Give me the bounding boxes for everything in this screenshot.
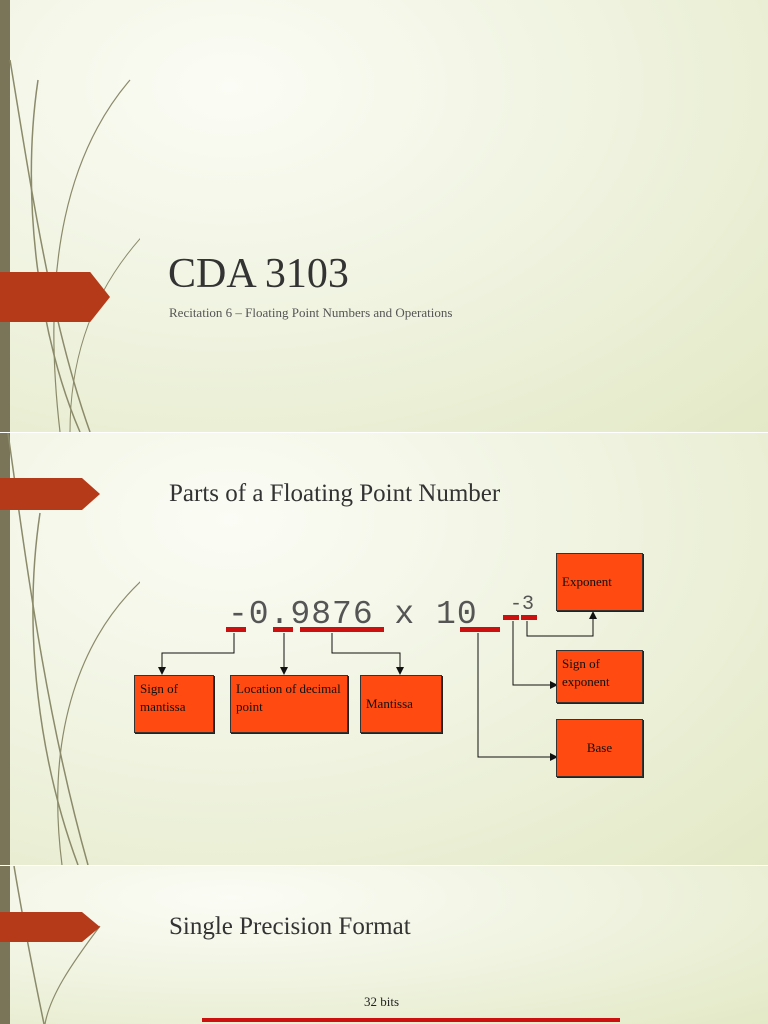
bits-label: 32 bits: [364, 994, 400, 1009]
slide-title: Single Precision Format: [169, 913, 411, 940]
accent-arrow: [0, 272, 110, 322]
slide-sidebar: [0, 866, 10, 1024]
box-sign-of-mantissa: Sign of mantissa: [134, 675, 214, 733]
box-base: Base: [556, 719, 643, 777]
underline-base: [460, 627, 500, 632]
box-sign-of-exponent: Sign of exponent: [556, 650, 643, 703]
accent-arrow: [0, 478, 100, 510]
slide-sidebar: [0, 0, 10, 432]
underline-exponent: [521, 615, 537, 620]
connector-lines: [158, 611, 597, 761]
underline-sign: [226, 627, 246, 632]
bits-bar: [202, 1018, 620, 1022]
accent-arrow: [0, 912, 100, 942]
decorative-swoosh: [9, 59, 140, 432]
single-precision-slide: Single Precision Format 32 bits: [0, 866, 768, 1024]
slide-title: Parts of a Floating Point Number: [169, 480, 501, 507]
box-location-of-decimal-point: Location of decimal point: [230, 675, 348, 733]
page-subtitle: Recitation 6 – Floating Point Numbers an…: [169, 305, 453, 320]
slide-sidebar: [0, 433, 10, 865]
box-mantissa: Mantissa: [360, 675, 442, 733]
page-title: CDA 3103: [168, 251, 349, 297]
floating-point-exponent: -3: [510, 593, 535, 616]
underline-mantissa: [300, 627, 384, 632]
underline-decimal: [273, 627, 293, 632]
underline-exp-sign: [503, 615, 519, 620]
decorative-swoosh: [13, 866, 101, 1024]
title-slide: CDA 3103 Recitation 6 – Floating Point N…: [0, 0, 768, 432]
parts-slide: Parts of a Floating Point Number -0.9876…: [0, 433, 768, 865]
box-exponent: Exponent: [556, 553, 643, 611]
floating-point-number: -0.9876 x 10: [228, 596, 478, 633]
